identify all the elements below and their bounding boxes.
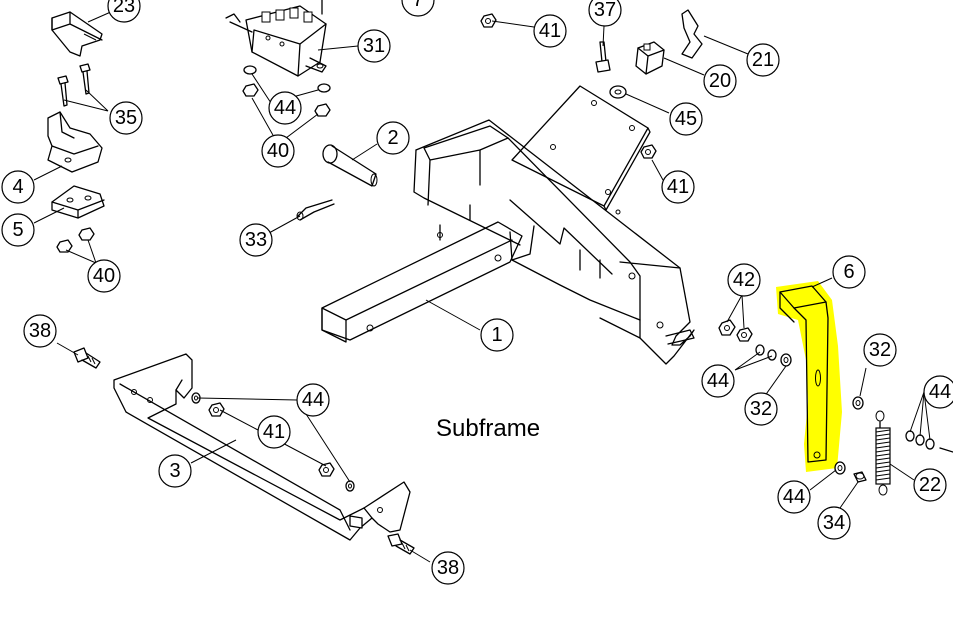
hardware-small	[191, 13, 953, 492]
part-35-bolts	[57, 63, 91, 107]
svg-text:22: 22	[919, 474, 941, 496]
part-20-connector	[635, 41, 665, 75]
callout-6: 6	[832, 255, 866, 289]
svg-text:37: 37	[594, 0, 616, 21]
callout-41-right: 41	[661, 170, 695, 204]
svg-text:7: 7	[412, 0, 423, 11]
callout-33: 33	[239, 223, 273, 257]
part-5-plate	[51, 185, 105, 219]
part-4-bracket	[47, 111, 103, 173]
callout-2: 2	[376, 121, 410, 155]
svg-text:4: 4	[12, 176, 23, 198]
callout-38-left: 38	[23, 314, 57, 348]
part-1-subframe	[321, 119, 695, 365]
svg-text:38: 38	[29, 320, 51, 342]
callout-44-stack: 44	[701, 364, 735, 398]
svg-text:44: 44	[783, 486, 805, 508]
svg-text:40: 40	[267, 140, 289, 162]
callout-44-far-right: 44	[923, 375, 953, 409]
callout-5: 5	[1, 213, 35, 247]
svg-text:34: 34	[823, 512, 845, 534]
svg-text:6: 6	[843, 261, 854, 283]
callout-38-bottom: 38	[431, 551, 465, 585]
callout-3: 3	[158, 454, 192, 488]
callout-21: 21	[746, 43, 780, 77]
part-31-hardware	[242, 65, 331, 117]
part-2-pin	[322, 144, 378, 187]
svg-text:44: 44	[707, 370, 729, 392]
part-3-bracket	[113, 353, 411, 541]
svg-text:32: 32	[869, 339, 891, 361]
svg-text:41: 41	[667, 176, 689, 198]
bolt-38-right	[387, 533, 415, 555]
callout-45: 45	[669, 102, 703, 136]
callout-7: 7	[401, 0, 435, 17]
svg-text:23: 23	[113, 0, 135, 17]
part-23-bracket	[51, 11, 103, 57]
svg-text:41: 41	[539, 20, 561, 42]
callout-1: 1	[480, 318, 514, 352]
callout-22: 22	[913, 468, 947, 502]
part-21-clip	[681, 9, 703, 59]
callout-20: 20	[703, 64, 737, 98]
part-22-spring	[875, 410, 891, 496]
callout-44-top: 44	[268, 91, 302, 125]
callout-4: 4	[1, 170, 35, 204]
svg-text:45: 45	[675, 108, 697, 130]
part-31-solenoid	[225, 0, 327, 77]
callout-32-right: 32	[863, 333, 897, 367]
diagram-title: Subframe	[436, 415, 540, 442]
svg-text:21: 21	[752, 49, 774, 71]
svg-text:38: 38	[437, 557, 459, 579]
svg-text:44: 44	[274, 97, 296, 119]
svg-text:42: 42	[733, 269, 755, 291]
svg-text:35: 35	[115, 107, 137, 129]
callout-35: 35	[109, 101, 143, 135]
callout-41-top: 41	[533, 14, 567, 48]
part-33-clip	[296, 199, 335, 221]
bolt-38-left	[73, 347, 101, 369]
svg-text:20: 20	[709, 70, 731, 92]
svg-text:1: 1	[491, 324, 502, 346]
callout-42: 42	[727, 263, 761, 297]
callout-40-top: 40	[261, 134, 295, 168]
svg-text:5: 5	[12, 219, 23, 241]
svg-text:33: 33	[245, 229, 267, 251]
callout-44-lower: 44	[296, 383, 330, 417]
callout-32-left: 32	[744, 392, 778, 426]
svg-text:41: 41	[263, 421, 285, 443]
callout-40-left: 40	[87, 259, 121, 293]
part-6-arm	[776, 281, 842, 472]
callout-23: 23	[107, 0, 141, 23]
part-6-highlight	[776, 281, 842, 472]
svg-text:31: 31	[363, 35, 385, 57]
callout-34: 34	[817, 506, 851, 540]
svg-text:44: 44	[929, 381, 951, 403]
svg-text:3: 3	[169, 460, 180, 482]
callout-37: 37	[588, 0, 622, 27]
part-40-nuts-left	[56, 227, 95, 253]
callout-31: 31	[357, 29, 391, 63]
callout-41-lower: 41	[257, 415, 291, 449]
svg-text:32: 32	[750, 398, 772, 420]
svg-text:2: 2	[387, 127, 398, 149]
mounting-plate	[511, 85, 651, 211]
svg-text:44: 44	[302, 389, 324, 411]
svg-text:40: 40	[93, 265, 115, 287]
callout-44-bottom: 44	[777, 480, 811, 514]
